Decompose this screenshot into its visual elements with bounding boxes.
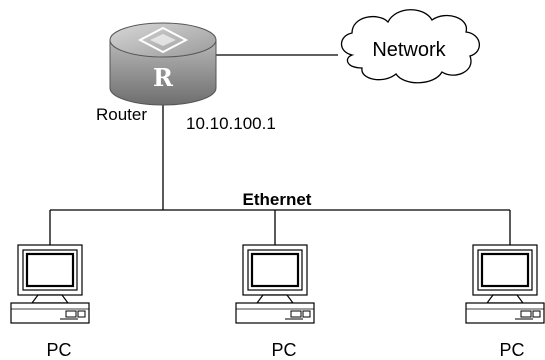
pc-icon: [9, 243, 91, 325]
router-icon: R: [109, 22, 217, 106]
pc-icon: [234, 243, 316, 325]
pc-2-label: PC: [271, 340, 296, 360]
pc-3-label: PC: [499, 340, 524, 360]
pc-1-label: PC: [46, 340, 71, 360]
pc-icon: [464, 243, 545, 325]
router-emblem: R: [153, 63, 174, 92]
pc-2: [234, 243, 316, 325]
router-label: Router: [96, 105, 147, 124]
ethernet-label: Ethernet: [243, 190, 312, 209]
pc-3: [464, 243, 545, 325]
cloud-icon: [340, 9, 480, 84]
pc-1: [9, 243, 91, 325]
router-ip-label: 10.10.100.1: [186, 114, 276, 133]
network-label: Network: [372, 39, 446, 61]
